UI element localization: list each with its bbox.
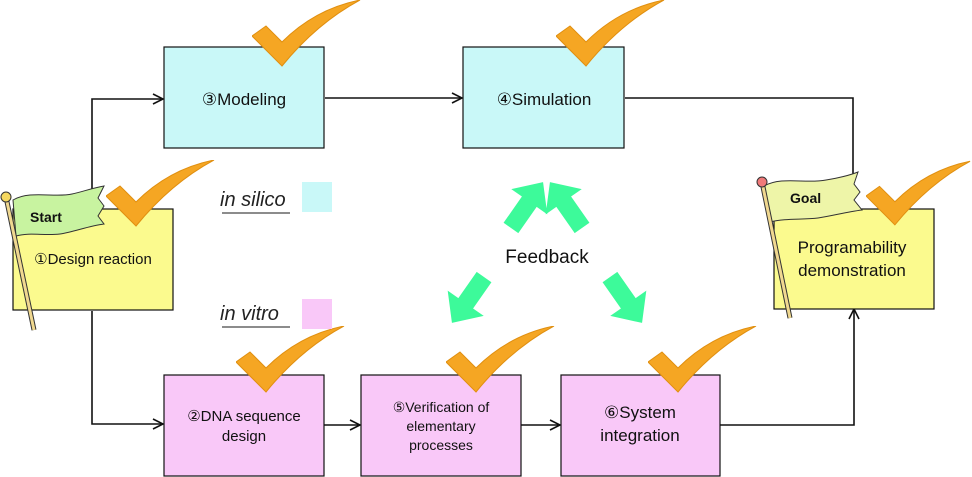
- node-verification: ⑤Verification of elementary processes: [360, 374, 522, 477]
- legend: in silico in vitro: [220, 182, 332, 329]
- node-simulation-label: ④Simulation: [497, 90, 592, 109]
- goal-flag-icon: Goal: [756, 171, 863, 319]
- legend-in-silico-swatch: [302, 182, 332, 212]
- legend-in-vitro-swatch: [302, 299, 332, 329]
- node-integration-line2: integration: [600, 426, 679, 445]
- connector-design-to-dna: [91, 311, 163, 424]
- connector-simulation-to-goal: [625, 97, 854, 200]
- legend-in-vitro-label: in vitro: [220, 303, 279, 325]
- node-system-integration: ⑥System integration: [560, 374, 721, 477]
- connector-lines: [91, 97, 854, 426]
- node-verification-line1: ⑤Verification of: [393, 399, 490, 415]
- feedback-label: Feedback: [505, 247, 589, 268]
- node-dna-line1: ②DNA sequence: [187, 408, 301, 425]
- node-design-reaction-label: ①Design reaction: [34, 251, 152, 268]
- node-programmability-line2: demonstration: [798, 261, 906, 280]
- node-dna-sequence-design: ②DNA sequence design: [163, 374, 325, 477]
- node-modeling-label: ③Modeling: [202, 90, 286, 109]
- feedback-arrow-icon: [591, 264, 661, 336]
- legend-in-silico-label: in silico: [220, 189, 286, 211]
- start-flag-icon: Start: [0, 185, 105, 331]
- start-flag-label: Start: [30, 209, 62, 225]
- node-verification-line2: elementary: [406, 418, 475, 434]
- connector-design-to-modeling: [91, 99, 163, 208]
- node-programmability-demonstration: Programability demonstration: [773, 208, 935, 310]
- node-verification-line3: processes: [409, 437, 473, 453]
- feedback-arrows: Feedback: [433, 169, 661, 336]
- node-dna-line2: design: [222, 428, 266, 445]
- node-integration-line1: ⑥System: [604, 403, 676, 422]
- node-modeling: ③Modeling: [163, 46, 325, 149]
- feedback-arrow-icon: [433, 264, 503, 336]
- goal-flag-label: Goal: [790, 190, 821, 206]
- node-programmability-line1: Programability: [798, 238, 907, 257]
- node-simulation: ④Simulation: [462, 46, 625, 149]
- connector-integration-to-goal: [720, 309, 854, 426]
